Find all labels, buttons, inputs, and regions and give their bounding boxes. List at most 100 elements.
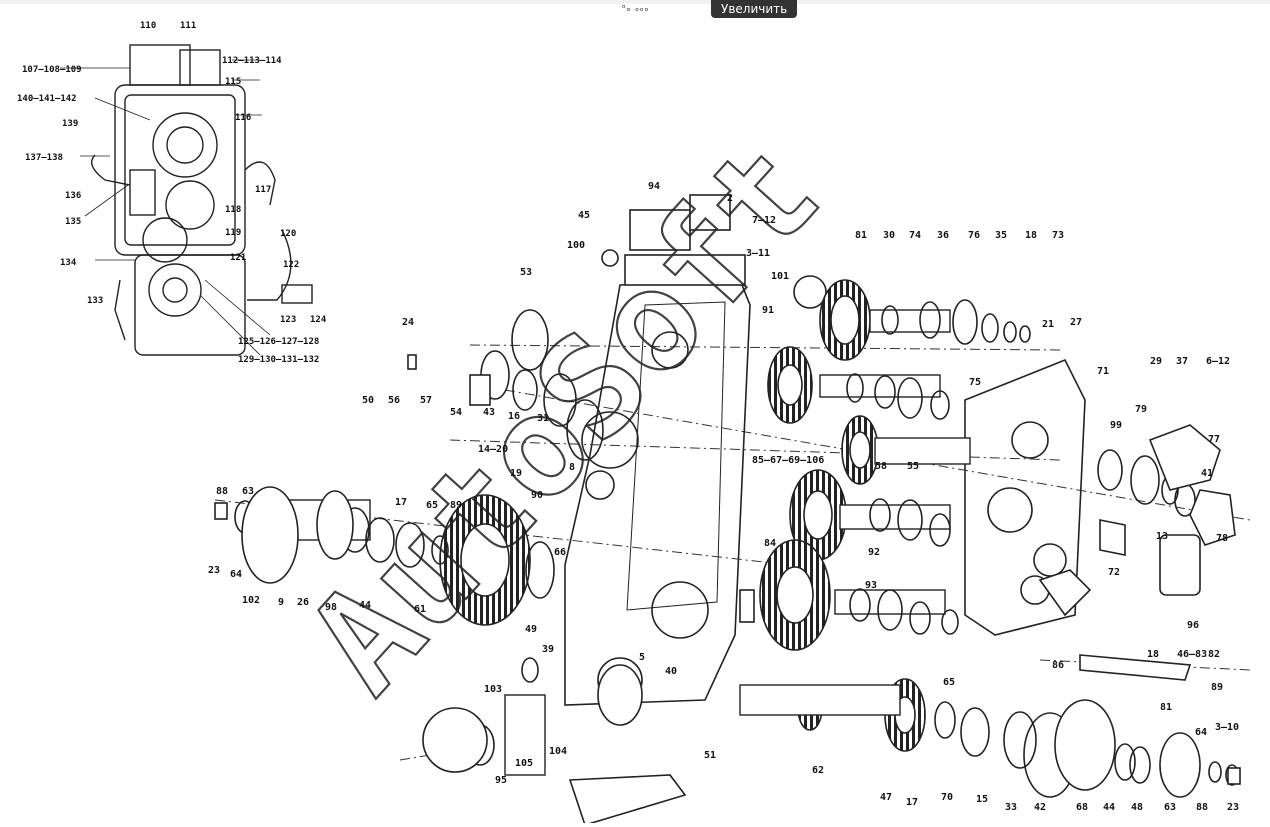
callout-23: 23: [1227, 802, 1239, 813]
callout-58: 58: [875, 461, 887, 472]
inset-assembly: [60, 44, 313, 356]
callout-91: 91: [762, 305, 774, 316]
callout-44: 44: [1103, 802, 1115, 813]
callout-36: 36: [937, 230, 949, 241]
callout-76: 76: [968, 230, 980, 241]
inset-callout-111: 111: [180, 21, 196, 31]
callout-29: 29: [1150, 356, 1162, 367]
callout-99: 99: [1110, 420, 1122, 431]
inset-callout-140-141-142: 140—141—142: [17, 94, 77, 104]
callout-50: 50: [362, 395, 374, 406]
callout-96: 96: [1187, 620, 1199, 631]
callout-82: 82: [1208, 649, 1220, 660]
inset-callout-120: 120: [280, 229, 296, 239]
callout-73: 73: [1052, 230, 1064, 241]
exploded-view-diagram: AutoSoft 110111107—108—109112—113—114115…: [17, 21, 1251, 827]
valve-block: [601, 194, 827, 309]
callout-81: 81: [855, 230, 867, 241]
inset-callout-122: 122: [283, 260, 299, 270]
callout-41: 41: [1201, 468, 1213, 479]
callout-21: 21: [1042, 319, 1054, 330]
inset-callout-137-138: 137—138: [25, 153, 63, 163]
inset-callout-129-130-131-132: 129—130—131—132: [238, 355, 319, 365]
callout-18: 18: [1147, 649, 1159, 660]
callout-86: 86: [1052, 660, 1064, 671]
callout-63: 63: [242, 486, 254, 497]
callout-44: 44: [359, 600, 371, 611]
callout-100: 100: [567, 240, 585, 251]
gears: [439, 279, 926, 752]
callout-74: 74: [909, 230, 921, 241]
callout-70: 70: [941, 792, 953, 803]
gearbox-housing: [564, 279, 755, 706]
inset-callout-119: 119: [225, 228, 241, 238]
callout-39: 39: [542, 644, 554, 655]
callout-26: 26: [297, 597, 309, 608]
callout-71: 71: [1097, 366, 1109, 377]
callout-9: 9: [278, 597, 284, 608]
callout-64: 64: [1195, 727, 1207, 738]
callout-95: 95: [495, 775, 507, 786]
callout-47: 47: [880, 792, 892, 803]
callout-3-10: 3—10: [1215, 722, 1239, 733]
callout-45: 45: [578, 210, 590, 221]
callout-61: 61: [414, 604, 426, 615]
callout-43: 43: [483, 407, 495, 418]
callout-102: 102: [242, 595, 260, 606]
callout-24: 24: [402, 317, 414, 328]
inset-callout-117: 117: [255, 185, 271, 195]
callout-72: 72: [1108, 567, 1120, 578]
inset-callout-124: 124: [310, 315, 327, 325]
inset-callout-110: 110: [140, 21, 156, 31]
top-bar: [0, 0, 1270, 4]
callout-78: 78: [1216, 533, 1228, 544]
callout-7-12: 7—12: [752, 215, 776, 226]
callout-3-11: 3—11: [746, 248, 770, 259]
callout-8: 8: [569, 462, 575, 473]
callout-14-20: 14—20: [478, 444, 508, 455]
inset-callout-123: 123: [280, 315, 296, 325]
callout-35: 35: [995, 230, 1007, 241]
callout-23: 23: [208, 565, 220, 576]
callout-18: 18: [1025, 230, 1037, 241]
callout-81: 81: [1160, 702, 1172, 713]
callout-92: 92: [868, 547, 880, 558]
callout-2: 2: [727, 193, 733, 204]
callout-98: 98: [325, 602, 337, 613]
callout-42: 42: [1034, 802, 1046, 813]
inset-callout-139: 139: [62, 119, 78, 129]
callout-64: 64: [230, 569, 242, 580]
callout-19: 19: [510, 468, 522, 479]
inset-callout-135: 135: [65, 217, 81, 227]
callout-104: 104: [549, 746, 567, 757]
callout-40: 40: [665, 666, 677, 677]
callout-31: 31: [537, 413, 549, 424]
callout-90: 90: [531, 490, 543, 501]
callout-48: 48: [1131, 802, 1143, 813]
callout-103: 103: [484, 684, 502, 695]
inset-callout-133: 133: [87, 296, 103, 306]
inset-callout-125-126-127-128: 125—126—127—128: [238, 337, 319, 347]
callout-55: 55: [907, 461, 919, 472]
inset-callout-115: 115: [225, 77, 241, 87]
callout-30: 30: [883, 230, 895, 241]
inset-callout-107-108-109: 107—108—109: [22, 65, 82, 75]
flanges-and-covers: [214, 354, 1241, 826]
callout-65: 65: [943, 677, 955, 688]
callout-49: 49: [525, 624, 537, 635]
callout-17: 17: [906, 797, 918, 808]
zoom-button[interactable]: Увеличить: [711, 0, 798, 18]
callout-6-12: 6—12: [1206, 356, 1230, 367]
callout-84: 84: [764, 538, 776, 549]
inset-callout-118: 118: [225, 205, 241, 215]
callout-53: 53: [520, 267, 532, 278]
callout-93: 93: [865, 580, 877, 591]
callout-75: 75: [969, 377, 981, 388]
callout-77: 77: [1208, 434, 1220, 445]
callout-68: 68: [1076, 802, 1088, 813]
rings-and-bearings: [234, 299, 1239, 798]
callout-89: 89: [450, 500, 462, 511]
callout-94: 94: [648, 181, 660, 192]
